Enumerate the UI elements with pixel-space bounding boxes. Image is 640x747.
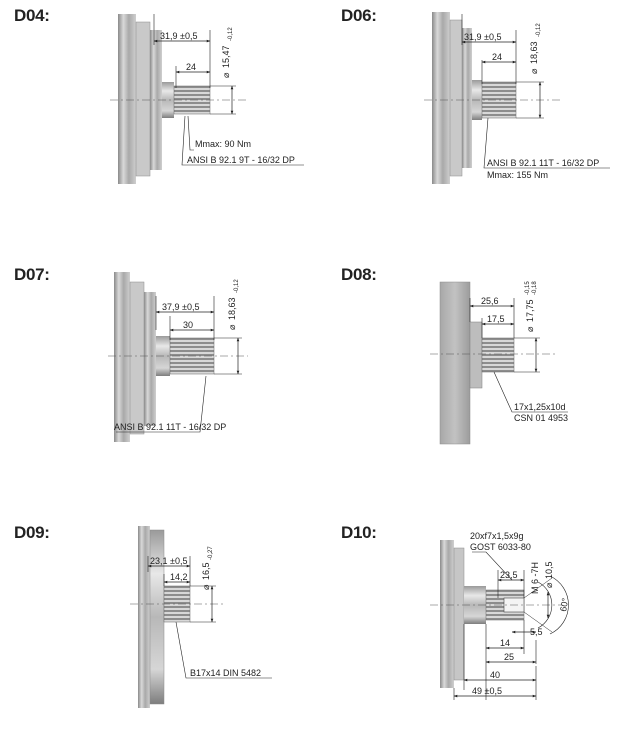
drawing-d10: 20xf7x1,5x9g GOST 6033-80 23,5 5,5 14 25…	[430, 531, 570, 700]
d04-diameter-tolerance: -0,12	[228, 27, 234, 41]
d10-dim-49: 49 ±0,5	[472, 686, 502, 696]
d09-spline-length-label: 14,2	[170, 572, 188, 582]
d09-diameter-tolerance: -0,27	[208, 546, 214, 560]
shaft-code-d10: D10:	[341, 523, 377, 542]
d08-length-label: 25,6	[481, 296, 499, 306]
shaft-code-d06: D06:	[341, 6, 377, 25]
d10-small-diameter-symbol: ⌀	[544, 582, 554, 588]
d06-spline-length-label: 24	[492, 52, 502, 62]
d06-note-torque: Mmax: 155 Nm	[487, 170, 548, 180]
drawing-d08: 25,6 17,5 ⌀ 17,75 -0,15 -0,18 17x1,25x10…	[430, 281, 568, 445]
d06-length-label: 31,9 ±0,5	[464, 32, 501, 42]
drawing-d04: 31,9 ±0,5 24 ⌀ 15,47 -0,12 Mmax: 90 Nm A…	[110, 14, 304, 184]
d09-diameter-label: 16,5	[201, 562, 211, 580]
d08-diameter-symbol: ⌀	[525, 326, 535, 332]
d07-length-label: 37,9 ±0,5	[162, 302, 199, 312]
d04-spline-length-label: 24	[186, 62, 196, 72]
d10-dim-23-5: 23,5	[500, 570, 518, 580]
d08-diameter-tolerance-lower: -0,18	[532, 281, 538, 295]
d10-angle-label: 60°	[558, 597, 570, 613]
d10-dim-25: 25	[504, 652, 514, 662]
drawing-d07: 37,9 ±0,5 30 ⌀ 18,63 -0,12 ANSI B 92.1 1…	[108, 272, 248, 442]
d09-length-label: 23,1 ±0,5	[150, 556, 187, 566]
shaft-code-d08: D08:	[341, 265, 377, 284]
d10-thread-label: M 6 -7H	[530, 562, 540, 594]
d07-diameter-symbol: ⌀	[227, 324, 237, 330]
d08-diameter-tolerance-upper: -0,15	[525, 281, 531, 295]
d04-note-spline-spec: ANSI B 92.1 9T - 16/32 DP	[187, 155, 295, 165]
d09-diameter-symbol: ⌀	[201, 584, 211, 590]
d04-length-label: 31,9 ±0,5	[160, 31, 197, 41]
d10-note-standard: GOST 6033-80	[470, 542, 531, 552]
d08-note-standard: CSN 01 4953	[514, 413, 568, 423]
shaft-code-d04: D04:	[14, 6, 50, 25]
d04-note-torque: Mmax: 90 Nm	[195, 139, 251, 149]
drawing-d09: 23,1 ±0,5 14,2 ⌀ 16,5 -0,27 B17x14 DIN 5…	[130, 526, 272, 708]
d07-note-spline-spec: ANSI B 92.1 11T - 16/32 DP	[114, 422, 226, 432]
d04-diameter-label: 15,47	[221, 45, 231, 68]
d06-diameter-symbol: ⌀	[529, 68, 539, 74]
d08-diameter-label: 17,75	[525, 299, 535, 322]
d10-note-spline-spec: 20xf7x1,5x9g	[470, 531, 524, 541]
d10-dim-40: 40	[490, 670, 500, 680]
d07-spline-length-label: 30	[183, 320, 193, 330]
shaft-code-d07: D07:	[14, 265, 50, 284]
d08-note-spline-spec: 17x1,25x10d	[514, 402, 566, 412]
drawing-d06: 31,9 ±0,5 24 ⌀ 18,63 -0,12 ANSI B 92.1 1…	[424, 12, 610, 184]
d09-note-spline-spec: B17x14 DIN 5482	[190, 668, 261, 678]
d06-diameter-label: 18,63	[529, 41, 539, 64]
d04-diameter-symbol: ⌀	[221, 72, 231, 78]
shaft-code-d09: D09:	[14, 523, 50, 542]
d06-note-spline-spec: ANSI B 92.1 11T - 16/32 DP	[487, 158, 599, 168]
d10-small-diameter-label: 10,5	[544, 561, 554, 579]
d07-diameter-label: 18,63	[227, 297, 237, 320]
d10-dim-5-5: 5,5	[530, 627, 543, 637]
d08-spline-length-label: 17,5	[487, 314, 505, 324]
d06-diameter-tolerance: -0,12	[536, 23, 542, 37]
d10-dim-14: 14	[500, 638, 510, 648]
d07-diameter-tolerance: -0,12	[234, 279, 240, 293]
